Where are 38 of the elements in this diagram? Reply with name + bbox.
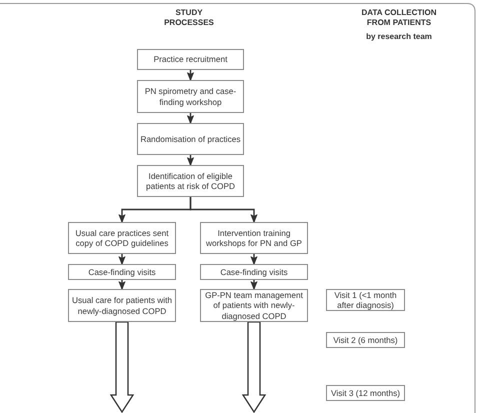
step-text: GP-PN team management of patients with newly-diagnosed COPD <box>204 290 304 321</box>
arrow <box>250 280 258 290</box>
step-text: Visit 2 (6 months) <box>333 334 398 346</box>
visit-box <box>326 289 405 311</box>
step-text: Visit 3 (12 months) <box>330 388 400 398</box>
process-box <box>137 123 244 155</box>
column-heading: STUDY PROCESSES <box>164 8 214 28</box>
step-text: Case-finding visits <box>88 266 156 278</box>
process-box <box>137 165 244 197</box>
step-text: Randomisation of practices <box>140 134 241 144</box>
process-box <box>200 264 308 280</box>
step-text: PN spirometry and case-finding workshop <box>144 86 238 107</box>
column-subheading: by research team <box>366 32 432 41</box>
process-box <box>137 80 244 113</box>
arrow <box>190 197 258 222</box>
step-text: Case-finding visits <box>220 266 288 278</box>
arrow <box>118 280 126 290</box>
step-text: Practice recruitment <box>154 54 228 65</box>
step-text: Identification of eligible patients at risk of COPD <box>145 170 236 192</box>
step-text: Intervention training workshops for PN and GP <box>205 228 303 248</box>
process-box <box>68 289 176 322</box>
process-box <box>68 264 176 280</box>
arrow <box>250 254 258 264</box>
step-text: Usual care practices sent copy of COPD guidelines <box>74 228 170 248</box>
arrow <box>187 70 194 80</box>
block-arrow <box>242 321 266 413</box>
block-arrow <box>110 321 134 413</box>
visit-box <box>326 385 405 401</box>
column-heading: DATA COLLECTION FROM PATIENTS <box>362 8 436 28</box>
visit-box <box>326 332 405 348</box>
process-box <box>200 222 308 254</box>
arrow <box>187 155 194 166</box>
step-text: Usual care for patients with newly-diagnosed COPD <box>71 295 173 316</box>
step-text: Visit 1 (<1 month after diagnosis) <box>333 290 398 310</box>
arrow <box>118 254 126 264</box>
process-box <box>137 49 244 70</box>
arrow <box>187 113 194 124</box>
process-box <box>68 222 176 254</box>
